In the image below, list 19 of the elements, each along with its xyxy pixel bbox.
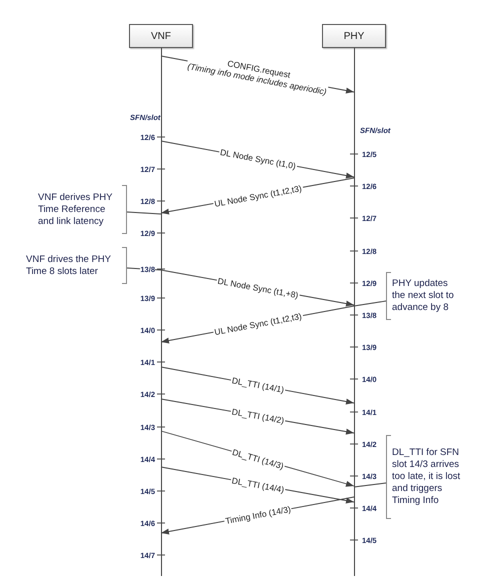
bracket-note: DL_TTI for SFN slot 14/3 arrives too late, it is lost and triggers Timing Info: [386, 435, 472, 519]
message-label: DL_TTI (14/2): [230, 406, 286, 426]
bracket-note: VNF drives the PHY Time 8 slots later: [26, 247, 127, 284]
message-label: DL Node Sync (t1,+8): [215, 275, 300, 300]
participant-box: PHY: [322, 24, 386, 48]
bracket-note: PHY updates the next slot to advance by 8: [386, 272, 462, 320]
bracket-note: VNF derives PHY Time Reference and link latency: [38, 185, 127, 234]
message-label: Timing Info (14/3): [223, 504, 292, 526]
message-label: DL Node Sync (t1,0): [218, 146, 298, 172]
leader-line: [354, 482, 386, 488]
participant-box: VNF: [129, 24, 193, 48]
message-label: UL Node Sync (t1,t2,t3): [212, 182, 303, 208]
message-label: DL_TTI (14/4): [230, 474, 286, 494]
message-label: DL_TTI (14/3): [230, 446, 286, 471]
message-label: DL_TTI (14/1): [230, 375, 286, 395]
lifeline: [160, 48, 162, 576]
leader-line: [126, 212, 162, 214]
leader-line: [354, 300, 386, 306]
message-label: UL Node Sync (t1,t2,t3): [212, 310, 303, 338]
